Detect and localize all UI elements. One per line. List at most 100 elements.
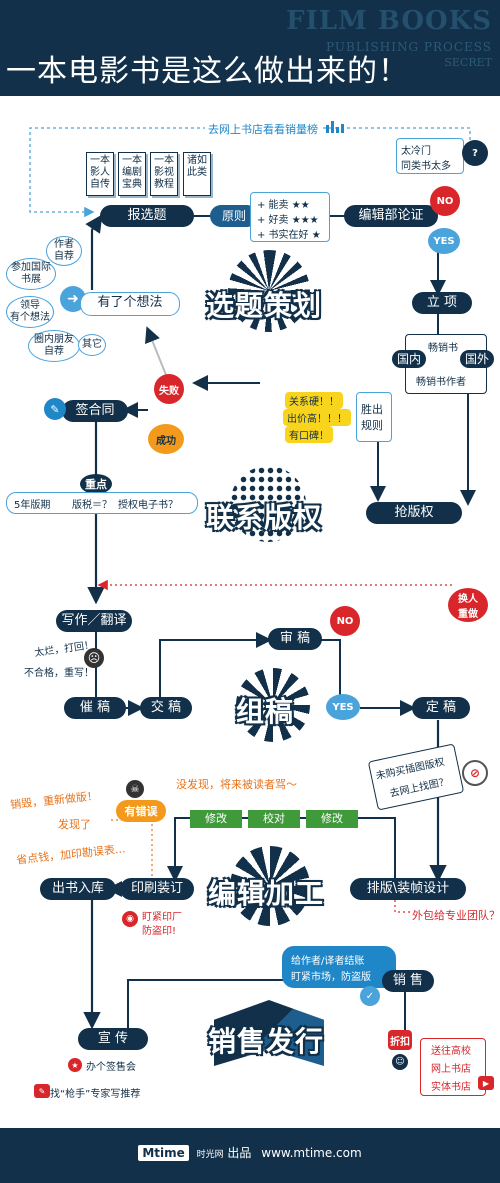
idea-source-bubble: 参加国际书展 xyxy=(6,258,56,290)
idea-source-bubble: 作者自荐 xyxy=(46,236,82,266)
category-card: 一本编剧宝典 xyxy=(118,152,146,196)
promo-item: 办个签售会 xyxy=(86,1062,136,1073)
no-badge: NO xyxy=(330,606,360,636)
award-icon: ★ xyxy=(68,1058,82,1072)
yes-badge: YES xyxy=(428,228,460,254)
node-editorial-debate: 编辑部论证 xyxy=(344,205,438,227)
node-typeset: 排版\装帧设计 xyxy=(350,878,466,900)
channel-item: 实体书店 xyxy=(431,1082,471,1093)
section-title-planning: 选题策划 xyxy=(206,289,323,322)
node-finalize: 定 稿 xyxy=(412,697,470,719)
header-bg-subtitle-2: SECRET xyxy=(444,56,492,69)
fail-badge: 失败 xyxy=(154,374,184,404)
idea-source-bubble: 领导有个想法 xyxy=(6,296,54,328)
section-title-editing: 编辑加工 xyxy=(208,877,325,910)
footer-url[interactable]: www.mtime.com xyxy=(261,1146,362,1160)
truck-icon: ▶ xyxy=(478,1076,494,1090)
node-have-idea: 有了个想法 xyxy=(80,292,180,316)
stamp-icon: ✓ xyxy=(360,986,380,1006)
discount-tag: 折扣 xyxy=(388,1030,412,1050)
win-rule-item: 出价高！！！ xyxy=(283,409,351,426)
redo-badge: 换人重做 xyxy=(448,588,488,622)
section-title-rights: 联系版权 xyxy=(206,501,323,534)
node-sign-contract: 签合同 xyxy=(62,400,128,422)
swirl-graphic xyxy=(236,668,310,742)
printer-note: 盯紧印厂 xyxy=(142,912,182,923)
dot-sphere-graphic xyxy=(230,466,306,542)
gun-icon: ✎ xyxy=(34,1084,50,1098)
node-sales: 销 售 xyxy=(382,970,434,992)
principles-box: + 能卖 ★★ + 好卖 ★★★ + 书实在好 ★ xyxy=(250,192,330,242)
success-badge: 成功 xyxy=(148,424,184,454)
node-submit: 交 稿 xyxy=(140,697,192,719)
key-point-item: 5年版期 xyxy=(14,500,51,511)
foreign-tag: 国外 xyxy=(460,350,494,368)
idea-source-bubble: 其它 xyxy=(78,334,106,356)
key-point-item: 授权电子书？ xyxy=(118,500,178,511)
principle-label: 原则 xyxy=(210,205,258,227)
principle-item: + 好卖 ★★★ xyxy=(257,215,319,226)
confused-face-icon: ? xyxy=(462,140,488,166)
runner-icon: ☺ xyxy=(392,1054,408,1070)
printer-note: 防盗印! xyxy=(142,926,177,937)
key-points-bar xyxy=(6,492,198,514)
no-badge: NO xyxy=(430,186,460,216)
settle-item: 给作者/译者结账 xyxy=(291,956,365,967)
error-not-found: 没发现，将来被读者骂～ xyxy=(176,778,297,791)
error-found: 发现了 xyxy=(58,818,91,831)
sales-rank-note: 去网上书店看看销量榜 xyxy=(205,121,321,137)
header-banner: FILM BOOKS PUBLISHING PROCESS SECRET 一本电… xyxy=(0,0,500,96)
principle-item: + 能卖 ★★ xyxy=(257,200,310,211)
win-rule-item: 关系硬！！ xyxy=(285,392,343,409)
section-title-manuscript: 组稿 xyxy=(236,695,295,728)
node-warehouse: 出书入库 xyxy=(40,878,116,900)
node-approve: 立 项 xyxy=(412,292,472,314)
node-printing: 印刷装订 xyxy=(120,878,194,900)
footer: Mtime 时光网 出品 www.mtime.com xyxy=(0,1128,500,1183)
channel-item: 网上书店 xyxy=(431,1064,471,1075)
mtime-logo[interactable]: Mtime xyxy=(138,1145,189,1161)
too-niche-box: 太冷门 同类书太多 xyxy=(396,138,464,174)
skull-icon: ☠ xyxy=(126,780,144,798)
node-review: 审 稿 xyxy=(268,628,322,650)
promo-item: 找“枪手”专家写推荐 xyxy=(50,1089,141,1100)
node-submit-topic: 报选题 xyxy=(100,205,194,227)
node-urge: 催 稿 xyxy=(64,697,126,719)
settle-item: 盯紧市场，防盗版 xyxy=(291,972,371,983)
contract-scroll-icon: ✎ xyxy=(44,398,66,420)
settle-box: 给作者/译者结账 盯紧市场，防盗版 xyxy=(282,946,396,988)
domestic-tag: 国内 xyxy=(392,350,426,368)
error-badge: 有错误 xyxy=(116,800,166,822)
edit-step: 校对 xyxy=(248,810,300,828)
header-bg-subtitle: PUBLISHING PROCESS xyxy=(326,40,492,54)
outsource-note: 外包给专业团队？ xyxy=(412,909,500,922)
writer-excuse: 不合格，重写！ xyxy=(24,668,94,679)
win-rules-label-line2: 规则 xyxy=(361,419,383,432)
forbidden-icon: ⊘ xyxy=(462,760,488,786)
page-title: 一本电影书是这么做出来的！ xyxy=(6,54,409,89)
edit-step: 修改 xyxy=(306,810,358,828)
header-bg-title: FILM BOOKS xyxy=(286,6,492,36)
sad-face-icon: ☹ xyxy=(84,648,104,668)
node-promo: 宣 传 xyxy=(78,1028,148,1050)
win-rule-item: 有口碑！ xyxy=(285,426,333,443)
yes-badge: YES xyxy=(326,694,360,720)
key-points-label: 重点 xyxy=(80,474,112,494)
win-rules-label-line1: 胜出 xyxy=(361,403,383,416)
principle-item: + 书实在好 ★ xyxy=(257,230,321,241)
spiral-graphic xyxy=(228,250,310,332)
bestseller-label: 畅销书 xyxy=(428,343,458,354)
key-point-item: 版税＝？ xyxy=(72,500,112,511)
win-rules-label: 胜出 规则 xyxy=(356,392,392,442)
eye-icon: ◉ xyxy=(122,911,138,927)
logo-sub: 时光网 xyxy=(196,1150,224,1160)
edit-step: 修改 xyxy=(190,810,242,828)
too-niche-line1: 太冷门 xyxy=(401,146,431,157)
bestseller-author-label: 畅销书作者 xyxy=(416,377,466,388)
node-write-translate: 写作／翻译 xyxy=(56,610,132,632)
category-card: 诸如此类 xyxy=(183,152,211,196)
channel-item: 送往高校 xyxy=(431,1046,471,1057)
too-niche-line2: 同类书太多 xyxy=(401,161,451,172)
gear-graphic xyxy=(230,846,310,926)
